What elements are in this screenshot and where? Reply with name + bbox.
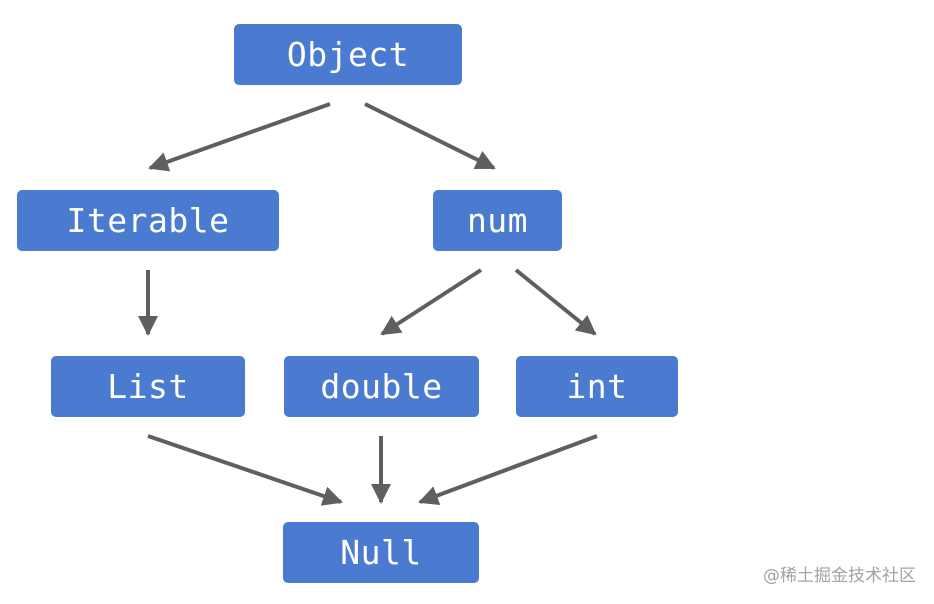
node-list: List bbox=[51, 356, 245, 417]
node-iterable: Iterable bbox=[17, 190, 279, 251]
node-double-label: double bbox=[320, 367, 443, 406]
node-num: num bbox=[433, 190, 562, 251]
node-double: double bbox=[284, 356, 479, 417]
watermark: @稀土掘金技术社区 bbox=[763, 566, 916, 586]
node-object-label: Object bbox=[286, 35, 410, 74]
edge-list-null bbox=[147, 434, 343, 506]
node-null: Null bbox=[283, 522, 479, 583]
node-null-label: Null bbox=[340, 533, 422, 572]
node-iterable-label: Iterable bbox=[66, 201, 230, 240]
node-list-label: List bbox=[107, 367, 189, 406]
node-int-label: int bbox=[566, 367, 628, 406]
node-num-label: num bbox=[466, 201, 529, 240]
edge-num-int bbox=[514, 268, 597, 336]
edge-object-iterable bbox=[148, 102, 331, 172]
node-object: Object bbox=[234, 24, 462, 85]
edge-num-double bbox=[380, 268, 483, 336]
edge-int-null bbox=[418, 434, 598, 506]
edge-object-num bbox=[364, 102, 496, 170]
node-int: int bbox=[516, 356, 678, 417]
